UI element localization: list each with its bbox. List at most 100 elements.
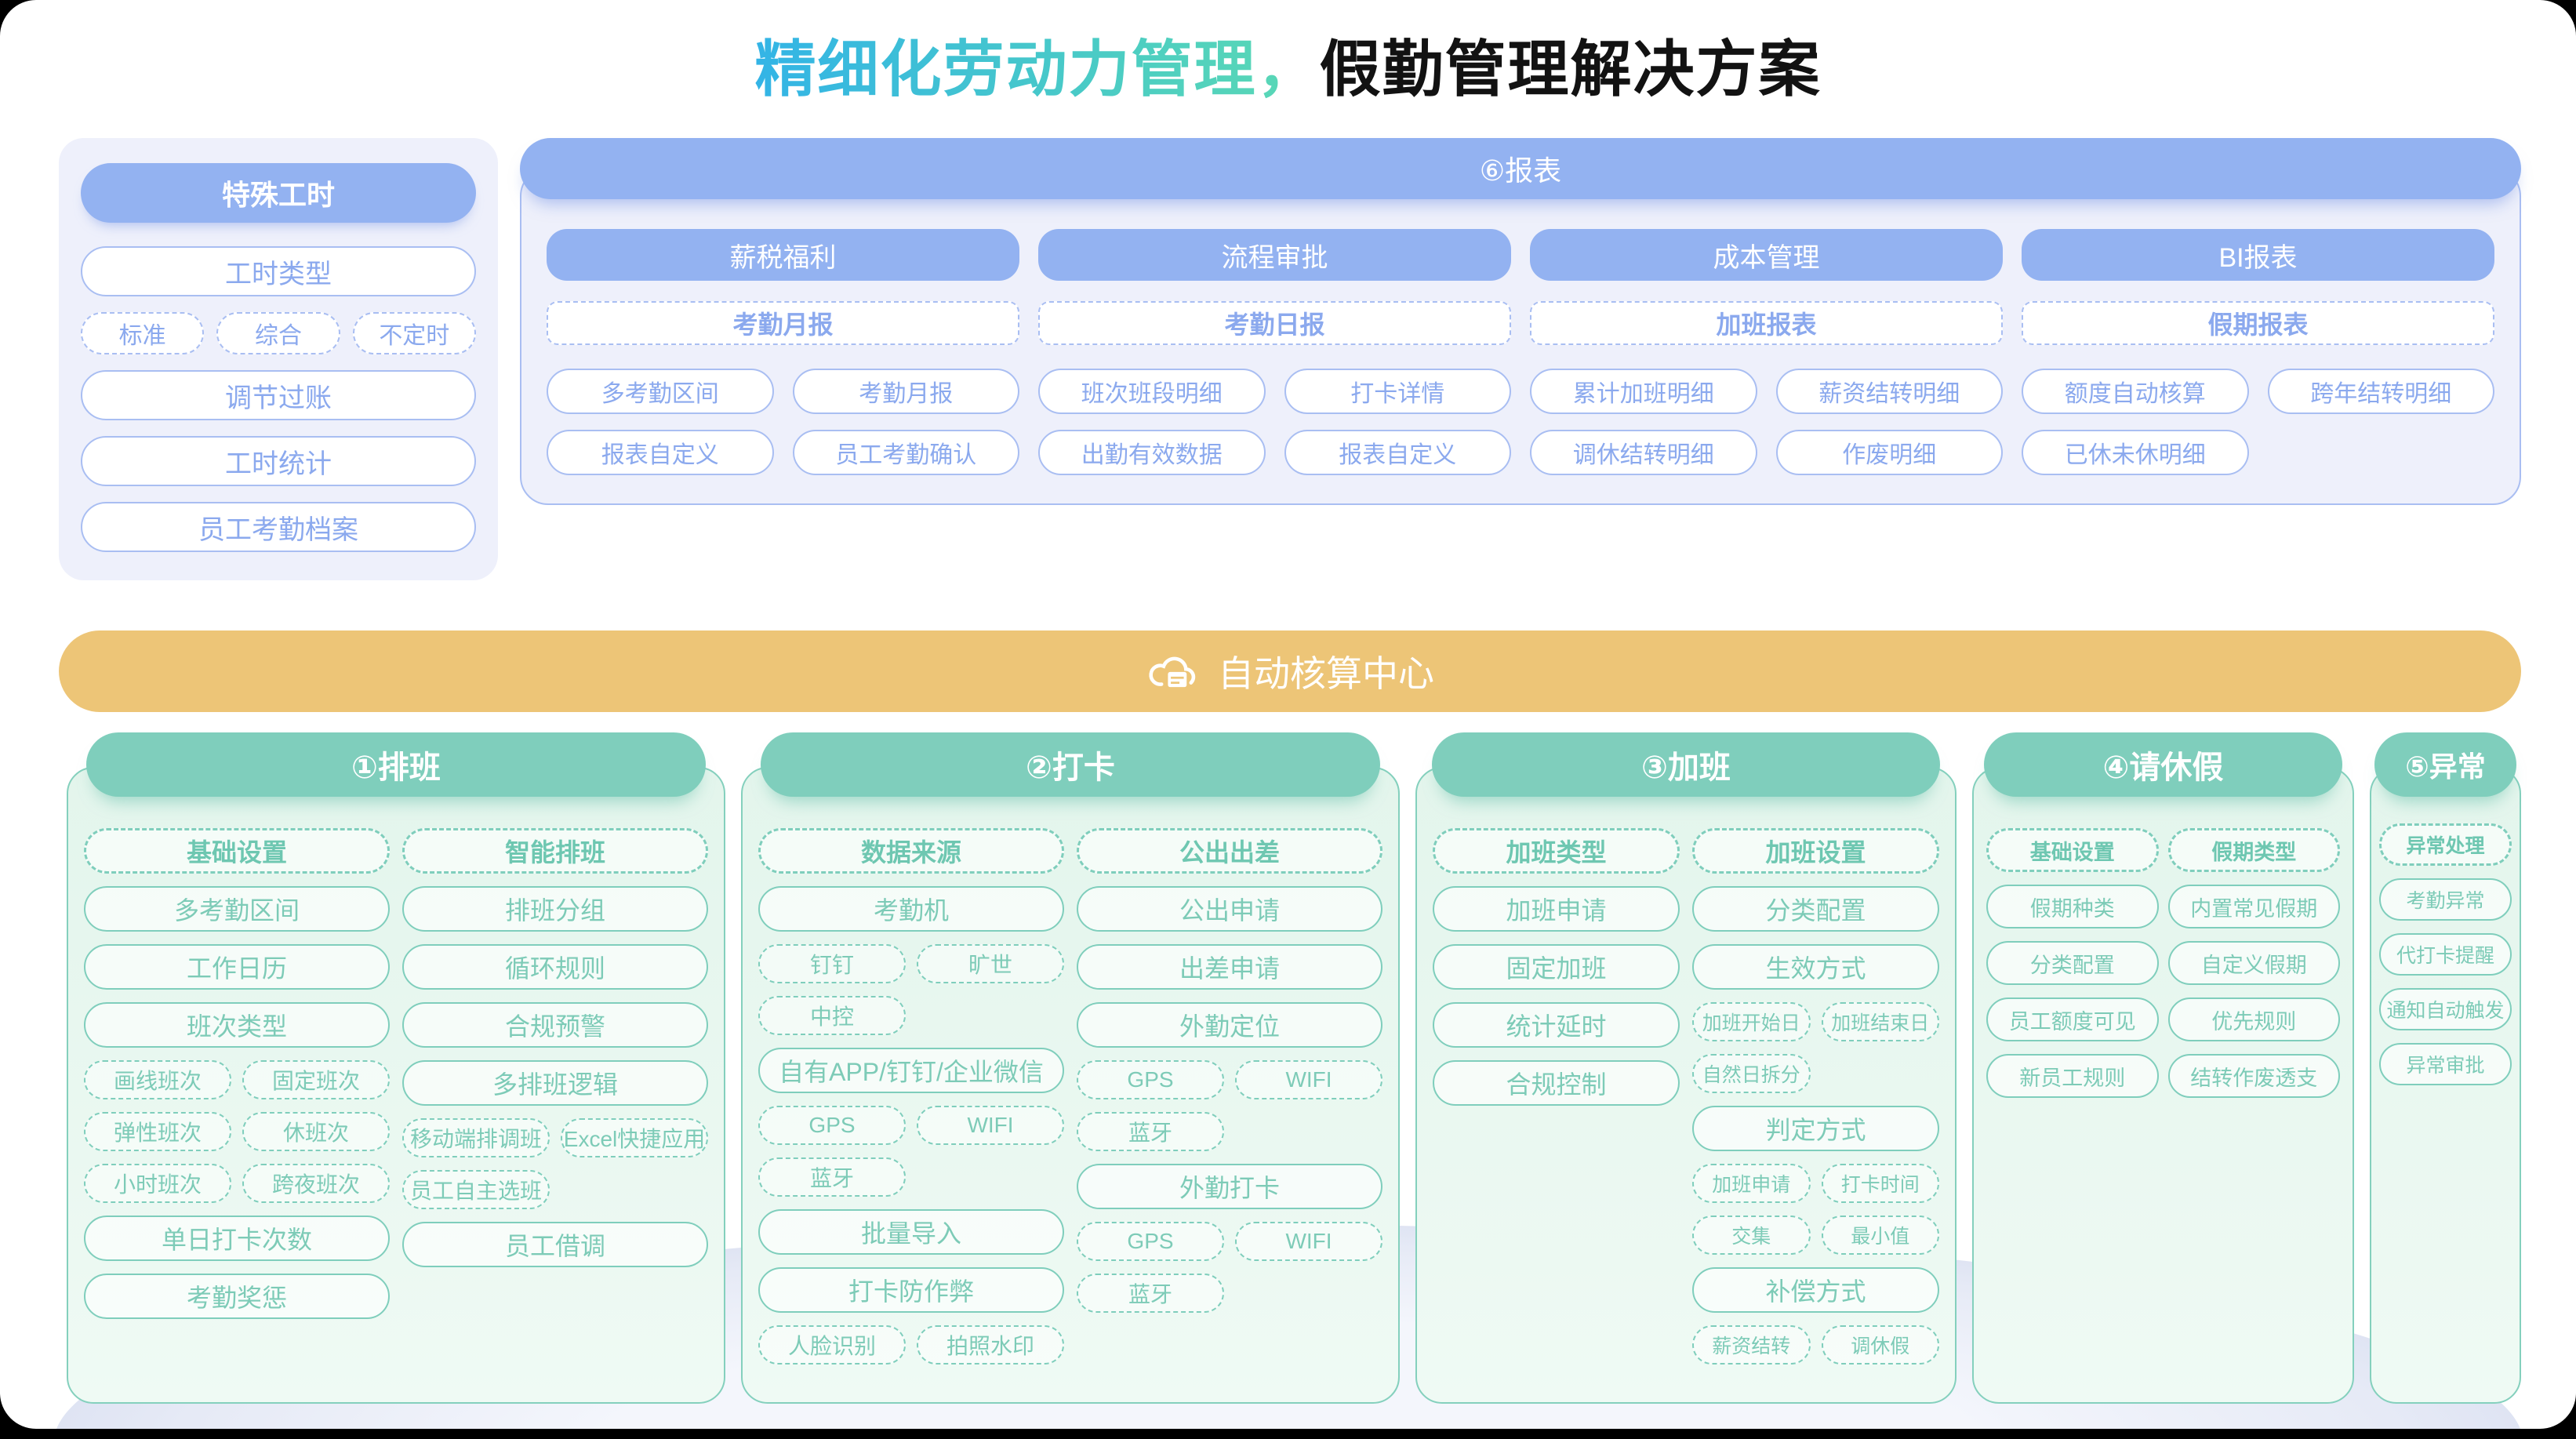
feature-pill: 分类配置 [1986, 941, 2159, 985]
category-header-pill: 加班类型 [1433, 828, 1680, 874]
report-subheader-pill: 加班报表 [1530, 301, 2003, 345]
category-header-pill: 基础设置 [84, 828, 390, 874]
feature-subitem-pill: 拍照水印 [917, 1325, 1064, 1365]
feature-pill: 统计延时 [1433, 1002, 1680, 1048]
feature-subgroup: 钉钉旷世 [758, 944, 1064, 983]
feature-subitem-pill: 移动端排调班 [402, 1118, 550, 1157]
module-panel-column: 基础设置多考勤区间工作日历班次类型画线班次固定班次弹性班次休班次小时班次跨夜班次… [84, 828, 390, 1319]
report-item-pill: 累计加班明细 [1530, 369, 1757, 414]
feature-subitem-pill: 休班次 [242, 1112, 390, 1151]
feature-subitem-pill: 调休假 [1821, 1325, 1939, 1365]
feature-subgroup: 员工自主选班 [402, 1170, 708, 1209]
feature-pill: 加班申请 [1433, 886, 1680, 932]
report-group-title: 薪税福利 [547, 229, 1019, 281]
feature-subgroup: 自然日拆分 [1692, 1054, 1939, 1093]
report-item-pill: 跨年结转明细 [2267, 369, 2494, 414]
report-item-pill: 薪资结转明细 [1775, 369, 2003, 414]
feature-pill: 打卡防作弊 [758, 1267, 1064, 1313]
feature-subgroup: 蓝牙 [1077, 1274, 1382, 1313]
module-panel-header: ④请休假 [1983, 732, 2343, 797]
feature-pill: 假期种类 [1986, 885, 2159, 928]
feature-subgroup: 弹性班次休班次 [84, 1112, 390, 1151]
top-row: 特殊工时 工时类型标准综合不定时调节过账工时统计员工考勤档案 ⑥报表 薪税福利流… [0, 138, 2576, 580]
feature-subitem-pill: Excel快捷应用 [561, 1118, 708, 1157]
report-group-title: 成本管理 [1530, 229, 2003, 281]
report-item-pill: 调休结转明细 [1530, 430, 1757, 475]
special-hours-header: 特殊工时 [81, 163, 476, 223]
title-accent: 精细化劳动力管理， [754, 35, 1320, 104]
feature-subitem-pill: 跨夜班次 [242, 1164, 390, 1203]
feature-subgroup: 标准综合不定时 [81, 312, 476, 354]
feature-subitem-pill: 不定时 [352, 312, 476, 354]
feature-pill: 结转作废透支 [2167, 1054, 2340, 1098]
feature-subitem-pill: 旷世 [917, 944, 1064, 983]
reports-header: ⑥报表 [520, 138, 2521, 199]
module-panel: ①排班基础设置多考勤区间工作日历班次类型画线班次固定班次弹性班次休班次小时班次跨… [67, 732, 725, 1404]
report-item-pill: 多考勤区间 [547, 369, 774, 414]
category-header-pill: 异常处理 [2379, 823, 2512, 866]
feature-pill: 批量导入 [758, 1209, 1064, 1255]
category-header-pill: 假期类型 [2167, 828, 2340, 872]
feature-pill: 生效方式 [1692, 944, 1939, 990]
module-panel-column: 加班类型加班申请固定加班统计延时合规控制 [1433, 828, 1680, 1106]
feature-subitem-pill: 打卡时间 [1821, 1164, 1939, 1203]
page-title: 精细化劳动力管理，假勤管理解决方案 [0, 20, 2576, 108]
feature-subitem-pill: 画线班次 [84, 1060, 231, 1099]
feature-subitem-pill: GPS [758, 1106, 906, 1145]
report-subheader-pill: 考勤月报 [547, 301, 1019, 345]
module-panel-header: ⑤异常 [2374, 732, 2517, 797]
feature-pill: 合规控制 [1433, 1060, 1680, 1106]
report-item-pill: 报表自定义 [547, 430, 774, 475]
feature-subitem-pill: 综合 [216, 312, 340, 354]
feature-subgroup: 薪资结转调休假 [1692, 1325, 1939, 1365]
report-item-pill: 出勤有效数据 [1038, 430, 1266, 475]
feature-subitem-pill: WIFI [917, 1106, 1064, 1145]
feature-pill: 出差申请 [1077, 944, 1382, 990]
feature-subitem-pill: GPS [1077, 1060, 1224, 1099]
report-item-pill: 已休未休明细 [2022, 430, 2249, 475]
feature-pill: 内置常见假期 [2167, 885, 2340, 928]
feature-subitem-pill: 人脸识别 [758, 1325, 906, 1365]
special-hours-card: 特殊工时 工时类型标准综合不定时调节过账工时统计员工考勤档案 [59, 138, 498, 580]
feature-subgroup: 加班开始日加班结束日 [1692, 1002, 1939, 1041]
module-panel-column: 异常处理考勤异常代打卡提醒通知自动触发异常审批 [2379, 823, 2512, 1085]
feature-subitem-pill: 自然日拆分 [1692, 1054, 1811, 1093]
feature-subitem-pill: 钉钉 [758, 944, 906, 983]
module-panels-row: ①排班基础设置多考勤区间工作日历班次类型画线班次固定班次弹性班次休班次小时班次跨… [0, 732, 2576, 1404]
feature-subgroup: 蓝牙 [1077, 1112, 1382, 1151]
feature-pill: 补偿方式 [1692, 1267, 1939, 1313]
module-panel-header: ③加班 [1431, 732, 1941, 797]
feature-subgroup: 人脸识别拍照水印 [758, 1325, 1064, 1365]
report-item-pill: 考勤月报 [792, 369, 1019, 414]
feature-pill: 优先规则 [2167, 997, 2340, 1041]
special-hours-items: 工时类型标准综合不定时调节过账工时统计员工考勤档案 [81, 246, 476, 552]
report-group-title: BI报表 [2022, 229, 2494, 281]
feature-subitem-pill: 蓝牙 [1077, 1112, 1224, 1151]
feature-pill: 多排班逻辑 [402, 1060, 708, 1106]
feature-subitem-pill: 交集 [1692, 1216, 1811, 1255]
feature-pill: 工作日历 [84, 944, 390, 990]
feature-subitem-pill: 加班申请 [1692, 1164, 1811, 1203]
feature-subitem-pill: 最小值 [1821, 1216, 1939, 1255]
module-panel-header: ②打卡 [761, 732, 1380, 797]
feature-subgroup: GPS WIFI [758, 1106, 1064, 1145]
feature-subitem-pill: WIFI [1235, 1222, 1382, 1261]
feature-subitem-pill: GPS [1077, 1222, 1224, 1261]
feature-pill: 单日打卡次数 [84, 1216, 390, 1261]
feature-pill: 代打卡提醒 [2379, 933, 2512, 976]
feature-subitem-pill: 小时班次 [84, 1164, 231, 1203]
auto-calc-center-bar: 自动核算中心 [59, 630, 2521, 712]
feature-subitem-pill: 中控 [758, 996, 906, 1035]
feature-pill: 多考勤区间 [84, 886, 390, 932]
module-panel-header: ①排班 [86, 732, 706, 797]
feature-subgroup: GPS WIFI [1077, 1222, 1382, 1261]
feature-pill: 自定义假期 [2167, 941, 2340, 985]
feature-pill: 外勤打卡 [1077, 1164, 1382, 1209]
feature-pill: 调节过账 [81, 370, 476, 420]
